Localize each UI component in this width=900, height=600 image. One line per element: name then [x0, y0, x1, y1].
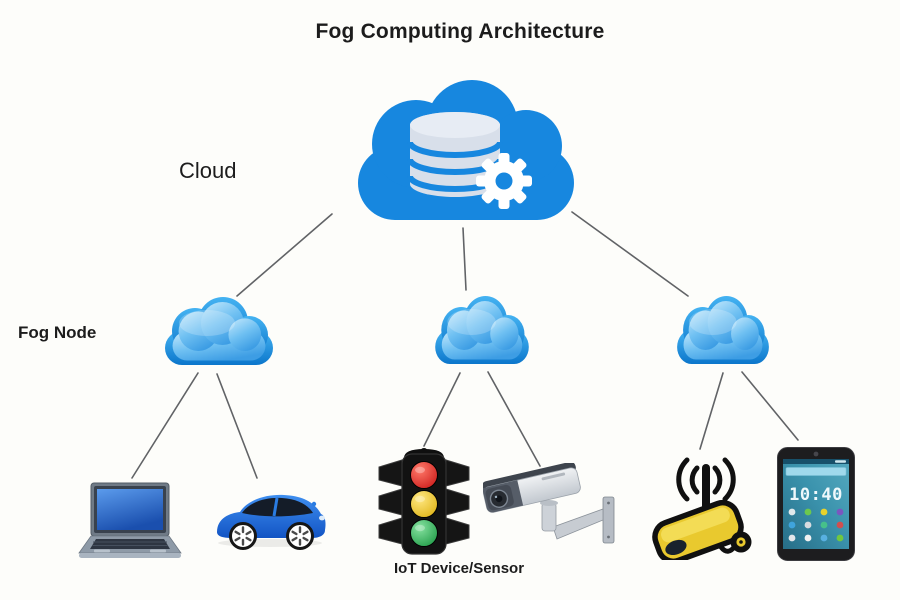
edge-cloud-to-fog-left [236, 213, 333, 297]
page-title: Fog Computing Architecture [315, 20, 605, 43]
car-wheels [229, 522, 314, 550]
edge-fogcenter-to-camera [487, 371, 541, 467]
cloud-layer-label: Cloud [179, 158, 237, 183]
smartphone-icon: 10:40 [777, 447, 855, 561]
wireless-access-point-icon [652, 457, 752, 560]
car-icon [217, 494, 326, 550]
edge-fogcenter-to-trafficlight [423, 372, 461, 447]
edge-fogright-to-router [699, 372, 724, 450]
edge-cloud-to-fog-center [462, 227, 467, 291]
signal-waves-icon [676, 457, 736, 502]
edge-fogleft-to-car [216, 373, 258, 479]
phone-clock: 10:40 [789, 485, 843, 505]
fog-node-layer-label: Fog Node [18, 323, 97, 342]
edge-fogleft-to-laptop [131, 372, 199, 479]
cloud-icon [358, 80, 574, 220]
edge-cloud-to-fog-right [571, 211, 689, 297]
fog-node-center-cloud-icon [430, 292, 534, 372]
gear-icon [476, 153, 532, 209]
fog-node-right-cloud-icon [672, 292, 774, 372]
laptop-icon [78, 482, 182, 558]
traffic-light-icon [378, 448, 470, 555]
edge-fogright-to-phone [741, 371, 799, 441]
fog-node-left-cloud-icon [159, 293, 279, 373]
iot-device-layer-label: IoT Device/Sensor [394, 560, 525, 577]
app-grid-icons [788, 508, 844, 542]
cctv-camera-icon [483, 463, 615, 544]
